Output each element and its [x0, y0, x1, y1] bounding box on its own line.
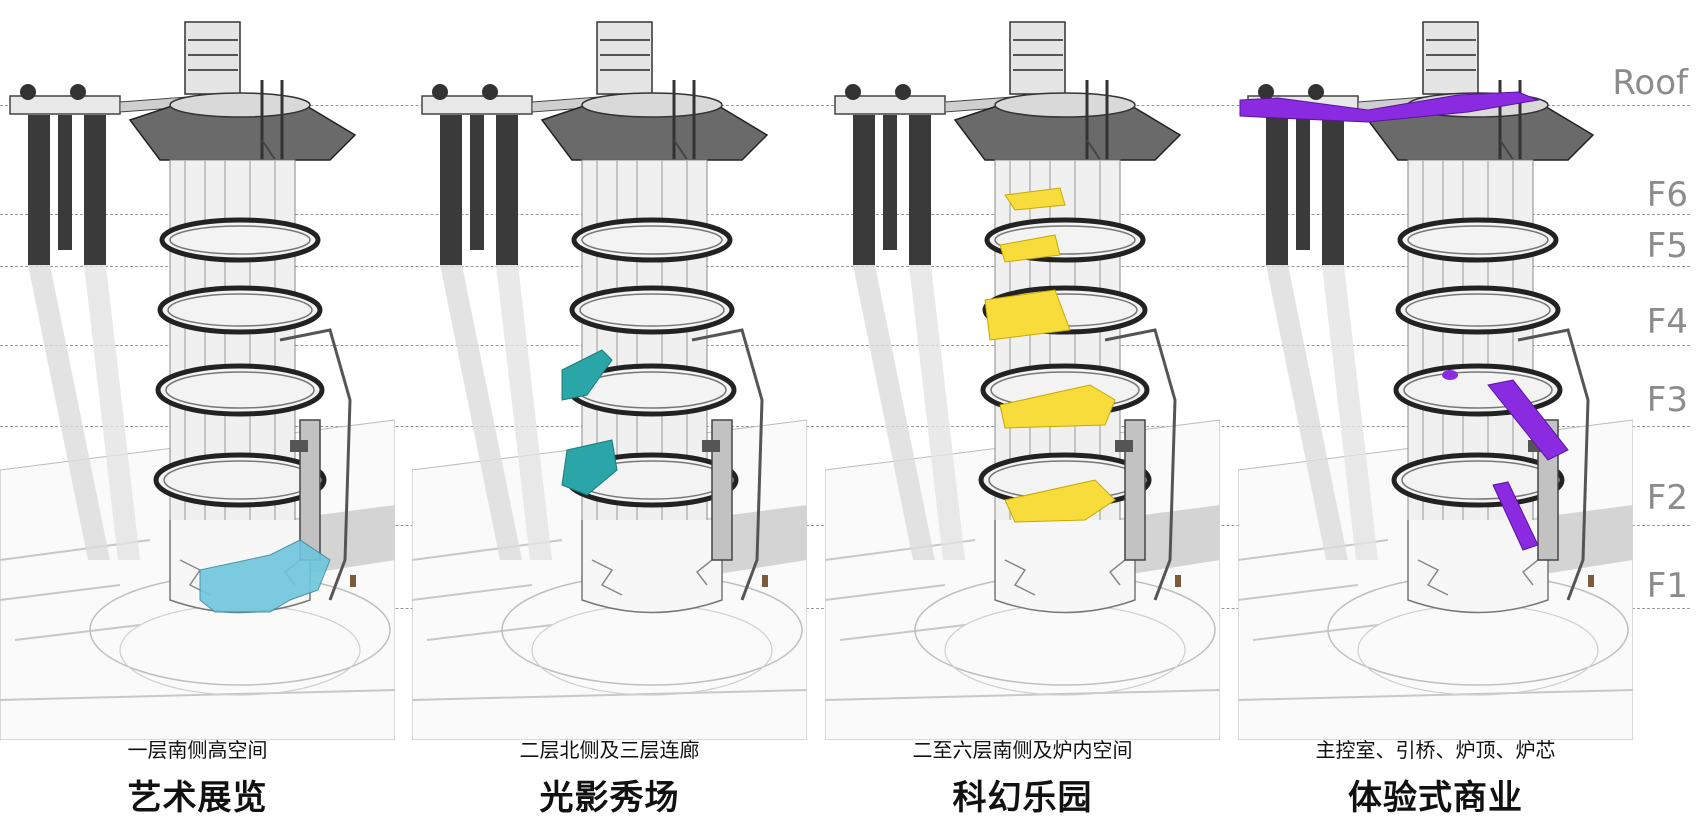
level-label-f2: F2 [1646, 478, 1688, 518]
highlight-art-zone [199, 539, 331, 613]
highlight-f4 [984, 289, 1071, 341]
highlight-f6 [1004, 187, 1066, 211]
highlight-f2 [1004, 479, 1116, 523]
panel-title-scifi: 科幻乐园 [952, 778, 1093, 818]
highlight-core [1442, 370, 1458, 380]
panel-title-light: 光影秀场 [539, 778, 680, 818]
highlight-north-f2 [561, 439, 618, 496]
panel-experiential-commerce [1238, 0, 1633, 740]
level-guide-f6 [0, 214, 1690, 215]
highlight-bridge [1239, 91, 1540, 123]
level-label-roof: Roof [1612, 63, 1688, 103]
panel-title-commerce: 体验式商业 [1348, 778, 1523, 818]
panel-sci-fi-park [825, 0, 1220, 740]
panel-light-show [412, 0, 807, 740]
highlight-east-f3 [1487, 379, 1569, 461]
highlight-f5 [999, 234, 1061, 263]
level-label-f6: F6 [1646, 175, 1688, 215]
level-guide-f5 [0, 266, 1690, 267]
level-label-f5: F5 [1646, 226, 1688, 266]
panel-subtitle-art: 一层南侧高空间 [127, 738, 268, 762]
panel-subtitle-scifi: 二至六层南侧及炉内空间 [912, 738, 1133, 762]
level-guide-f3 [0, 426, 1690, 427]
panel-subtitle-light: 二层北侧及三层连廊 [519, 738, 700, 762]
highlight-corridor-f3 [561, 349, 613, 401]
panel-title-art: 艺术展览 [127, 778, 268, 818]
highlight-east-f2 [1492, 481, 1539, 551]
panel-subtitle-commerce: 主控室、引桥、炉顶、炉芯 [1315, 738, 1556, 762]
level-label-f4: F4 [1646, 302, 1688, 342]
level-label-f1: F1 [1646, 566, 1688, 606]
level-guide-f4 [0, 345, 1690, 346]
highlight-f3 [999, 384, 1116, 429]
level-label-f3: F3 [1646, 380, 1688, 420]
panel-art-exhibition [0, 0, 395, 740]
